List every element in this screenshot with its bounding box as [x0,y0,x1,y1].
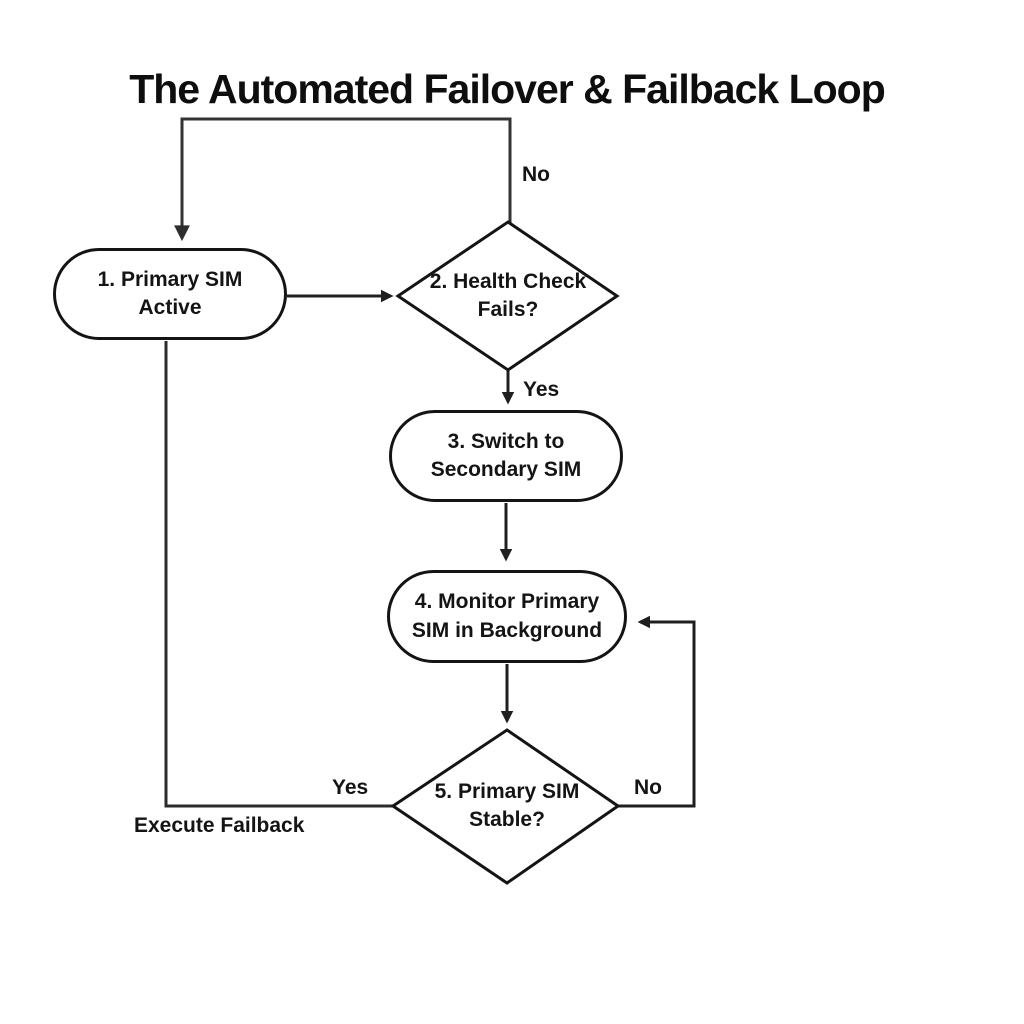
edge-no-loop-top [174,117,512,242]
node-monitor-primary-sim-label: 4. Monitor Primary SIM in Background [411,590,603,642]
edge-label-execute-failback: Execute Failback [134,814,305,837]
node-monitor-primary-sim: 4. Monitor Primary SIM in Background [387,570,627,663]
edge-label-yes-stable: Yes [332,776,369,799]
decision-primary-stable-shape [390,728,621,885]
node-switch-secondary-sim: 3. Switch to Secondary SIM [389,410,623,502]
decision-health-check-text: 2. Health Check Fails? [429,269,587,321]
page-title: The Automated Failover & Failback Loop [129,66,886,112]
edge-label-no-stable: No [634,776,662,799]
edge-no-loop-right [618,615,696,808]
decision-health-check-shape [395,220,620,372]
node-switch-secondary-sim-label: 3. Switch to Secondary SIM [430,429,582,481]
edge-yes-failback [164,341,393,808]
decision-primary-stable-text: 5. Primary SIM Stable? [434,779,580,831]
node-primary-sim-active-label: 1. Primary SIM Active [97,267,243,319]
node-primary-sim-active: 1. Primary SIM Active [53,248,287,340]
decision-health-check-label: 2. Health Check Fails? [408,262,608,330]
decision-primary-stable-label: 5. Primary SIM Stable? [407,772,607,840]
edge-label-no-top: No [522,163,550,186]
edge-label-yes-health-check: Yes [523,378,560,401]
